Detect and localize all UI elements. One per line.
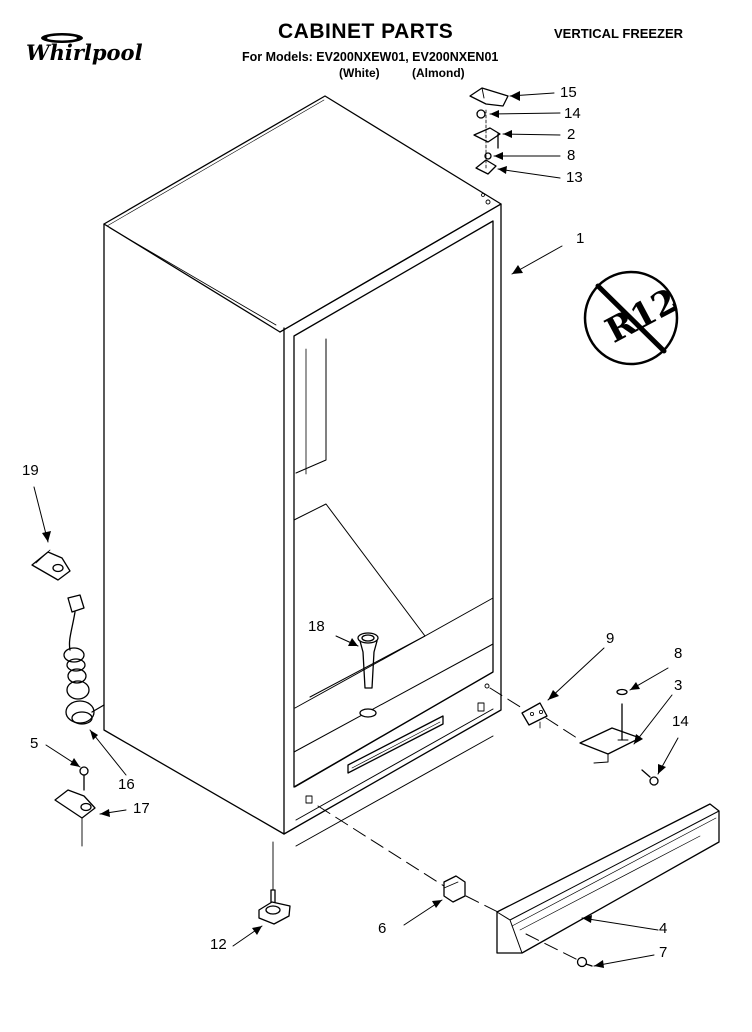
- callout-2: 2: [567, 126, 576, 143]
- callout-6: 6: [378, 920, 387, 937]
- callout-15: 15: [560, 84, 577, 101]
- color-white-label: (White): [339, 66, 380, 80]
- callout-14-top: 14: [564, 105, 581, 122]
- callout-1: 1: [576, 230, 585, 247]
- model-numbers: For Models: EV200NXEW01, EV200NXEN01: [242, 50, 499, 64]
- bottom-hinge-3: [579, 688, 659, 786]
- callout-8-right: 8: [674, 645, 683, 662]
- leveling-leg-12: [258, 841, 291, 925]
- callout-19: 19: [22, 462, 39, 479]
- callout-17: 17: [133, 800, 150, 817]
- clip-6: [443, 875, 466, 903]
- assembly-lines: [317, 687, 581, 961]
- screw-7: [576, 956, 593, 968]
- callout-4: 4: [659, 920, 668, 937]
- callout-3: 3: [674, 677, 683, 694]
- callout-7: 7: [659, 944, 668, 961]
- power-cord-16: [63, 594, 105, 725]
- callout-9: 9: [606, 630, 615, 647]
- clamp-19: [31, 549, 71, 581]
- callout-13: 13: [566, 169, 583, 186]
- drain-tube-18: [357, 632, 379, 718]
- leader-arrowheads: [42, 91, 666, 968]
- no-r12-badge: [583, 270, 679, 366]
- clamp-17: [54, 789, 96, 847]
- callout-8-top: 8: [567, 147, 576, 164]
- bracket-9: [521, 702, 548, 729]
- callout-14-right: 14: [672, 713, 689, 730]
- page-title: CABINET PARTS: [278, 20, 454, 43]
- grille-4: [496, 803, 720, 954]
- callout-18: 18: [308, 618, 325, 635]
- screw-5: [79, 766, 89, 791]
- top-hinge-assembly: [469, 87, 509, 175]
- callout-5: 5: [30, 735, 39, 752]
- product-category: VERTICAL FREEZER: [554, 26, 684, 41]
- color-almond-label: (Almond): [412, 66, 465, 80]
- whirlpool-logo: [41, 33, 83, 43]
- cabinet-body: [103, 95, 502, 847]
- callout-16: 16: [118, 776, 135, 793]
- brand-logo-text: Whirlpool: [26, 40, 143, 65]
- callout-12: 12: [210, 936, 227, 953]
